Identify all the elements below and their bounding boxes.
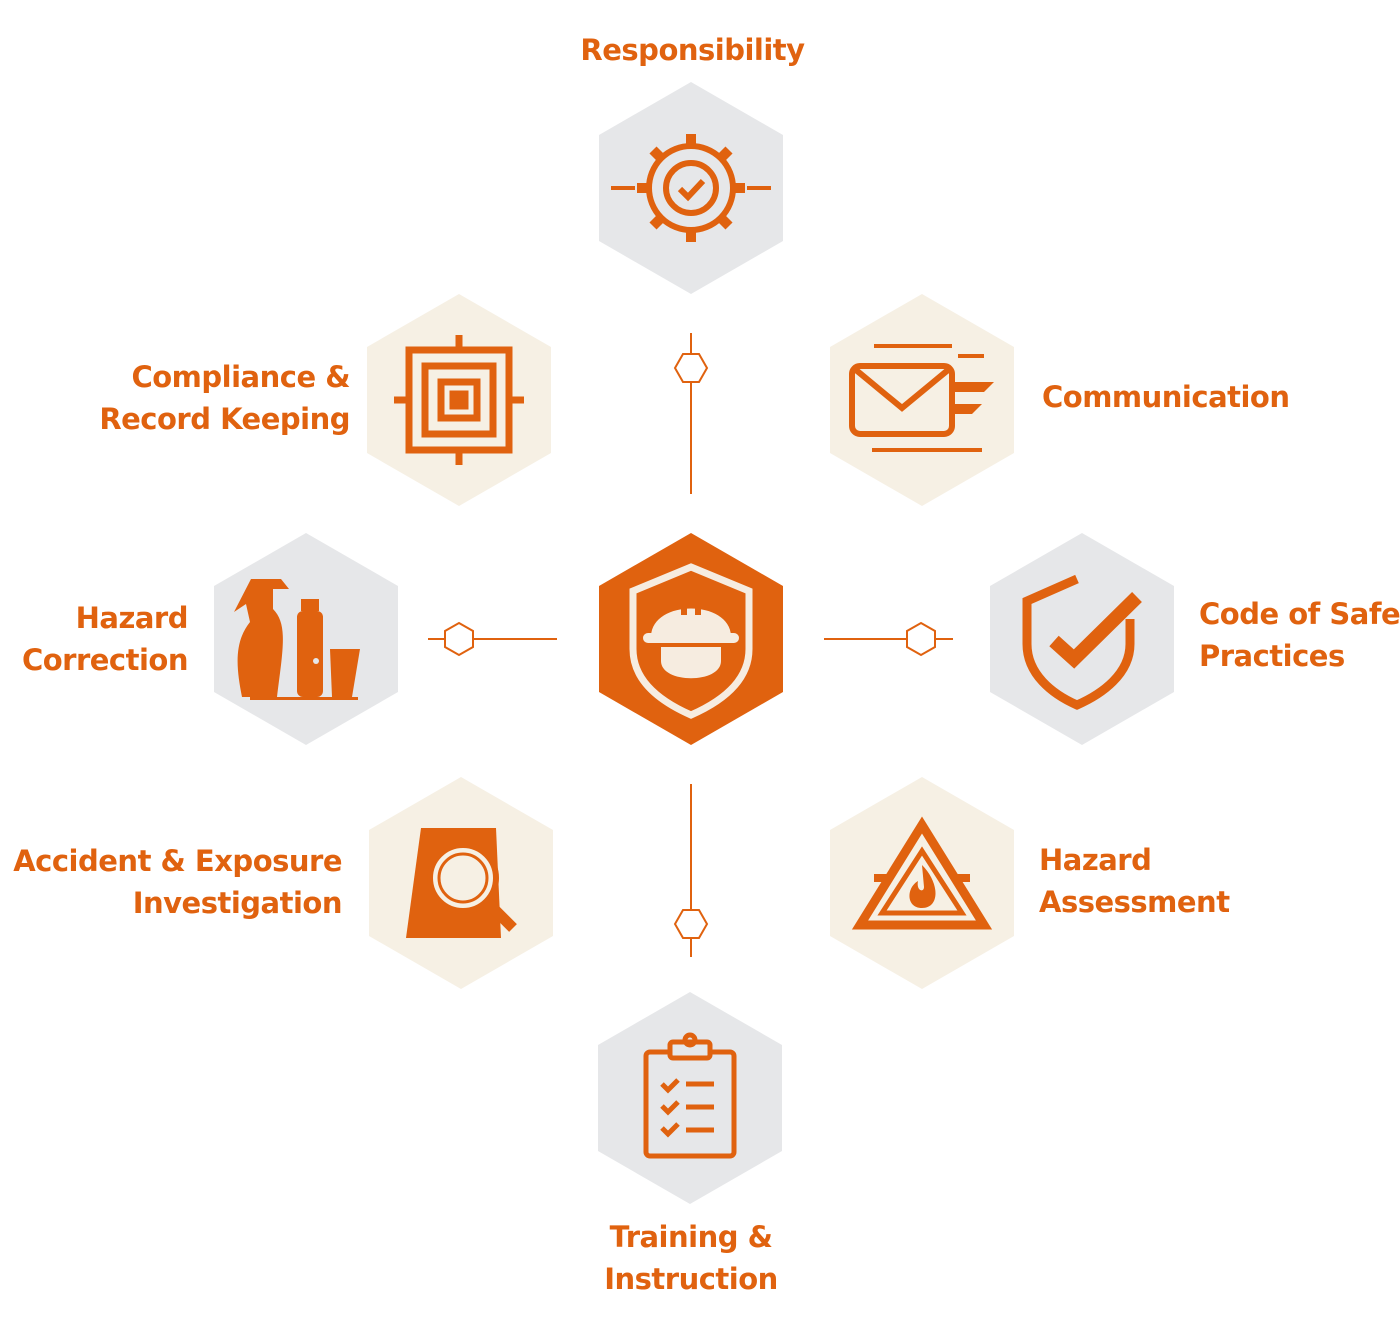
label-line: Instruction [604,1262,778,1296]
label-line: Record Keeping [99,402,350,436]
label-responsibility: Responsibility [560,29,825,71]
hex-code-of-safe-practices [990,533,1174,745]
label-line: Accident & Exposure [13,844,342,878]
label-line: Hazard [1039,843,1152,877]
label-line: Correction [21,643,189,677]
label-communication: Communication [1042,376,1290,418]
label-line: Investigation [132,886,343,920]
fire-warning-triangle-icon [851,816,993,930]
hard-hat-shield-icon [629,563,753,719]
label-line: Assessment [1039,885,1230,919]
label-line: Code of Safe [1199,597,1400,631]
connector-right [824,622,953,656]
connector-left [428,622,557,656]
hex-training [598,992,782,1204]
envelope-fast-icon [849,344,994,452]
maze-target-icon [394,335,524,465]
label-line: Training & [609,1220,773,1254]
clipboard-checklist-icon [643,1032,737,1159]
label-line: Communication [1042,380,1290,414]
label-training: Training & Instruction [560,1216,822,1300]
gear-check-icon [611,134,771,242]
label-line: Responsibility [580,33,805,67]
shield-check-icon [1022,574,1142,710]
cleaning-bottles-icon [234,579,360,700]
hex-communication [830,294,1014,506]
hex-hazard-assessment [830,777,1014,989]
label-line: Compliance & [131,360,350,394]
connector-top [674,333,708,494]
document-magnifier-icon [406,828,517,938]
connector-bottom [674,784,708,957]
label-line: Hazard [75,601,189,635]
label-line: Practices [1199,639,1345,673]
label-compliance: Compliance & Record Keeping [60,356,350,440]
